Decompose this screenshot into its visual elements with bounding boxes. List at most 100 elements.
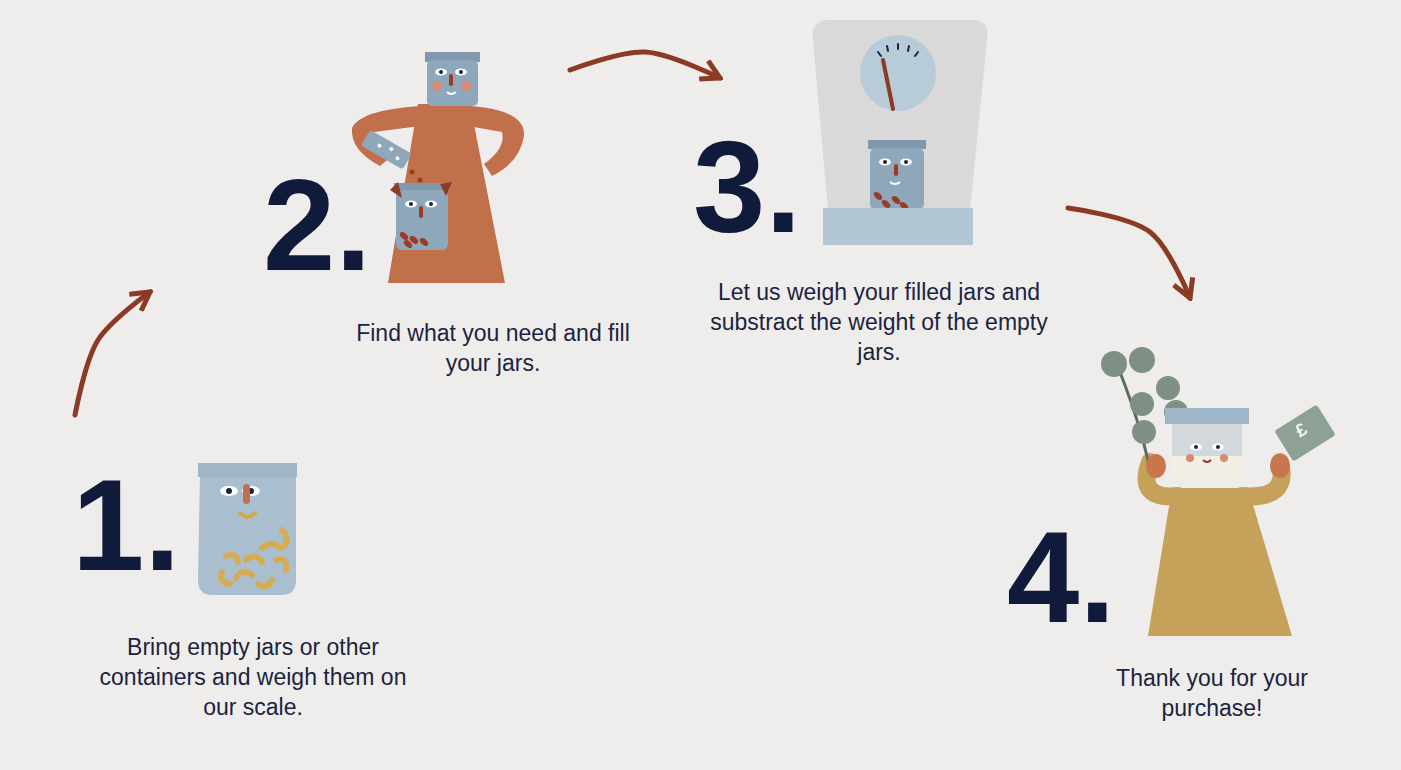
step-number: 4. [1007,512,1115,642]
scale-figure-part [868,140,926,149]
jar-figure [198,463,297,595]
customer-figure-part [1146,454,1166,478]
step-number: 2. [263,160,371,290]
scale-figure-part [915,52,918,56]
scale-figure-part [880,198,892,209]
filling-figure-part [398,230,410,241]
filling-figure-part [435,69,447,76]
jar-figure-part [226,555,238,562]
filling-figure-part [461,81,471,91]
step-caption: Find what you need and fill your jars. [333,318,653,378]
filling-figure-part [390,182,402,198]
filling-figure-part [455,69,467,76]
filling-figure-part [439,70,443,74]
customer-figure-part [1203,460,1211,462]
jar-figure-part [240,513,255,517]
flow-arrow [1068,208,1190,298]
filling-figure-part [405,201,417,208]
filling-figure-part [440,182,452,196]
flow-arrow [75,292,150,415]
filling-figure-part [395,156,400,161]
customer-figure-part [1216,445,1220,449]
filling-figure-part [418,236,430,247]
jar-figure-part [198,475,296,595]
customer-figure-part [1148,488,1292,636]
filling-figure-part [398,230,430,249]
step-caption: Let us weigh your filled jars and substr… [698,277,1060,367]
scale-figure-part [908,46,909,51]
scale-figure-part [897,44,899,49]
customer-figure-part [1274,404,1335,461]
scale-figure-part [883,60,893,109]
scale-figure-part [887,46,888,51]
step-group: 2. Find what you need and fill your jars. [150,70,680,390]
jar-figure-part [262,544,280,548]
customer-figure [1101,347,1336,636]
filling-figure-part [410,170,415,175]
jar-figure-part [236,572,252,578]
step-group: 3. Let us weigh your filled jars and subs… [690,78,1068,371]
customer-figure-part [1101,351,1127,377]
scale-figure-part [879,159,891,166]
customer-figure-part [1212,444,1224,451]
flow-arrow [570,52,720,78]
customer-figure-part [1186,454,1194,462]
scale-figure-part [890,182,900,184]
customer-figure-part [1270,454,1290,478]
filling-figure-part [396,190,448,250]
step-number: 1. [72,460,180,590]
scale-figure-part [878,52,881,56]
filling-figure-part [429,202,433,206]
currency-sign: £ [1292,420,1310,441]
filling-figure-part [425,201,437,208]
filling-figure-part [468,106,524,176]
customer-figure-part [1165,408,1249,424]
filling-figure-part [418,178,423,183]
jar-figure-part [282,530,287,546]
filling-figure [352,52,524,283]
customer-figure-part [1274,404,1335,461]
filling-figure-part [377,143,382,148]
scale-figure-part [894,164,898,176]
filling-figure-part [447,92,456,94]
jar-figure-part [198,463,297,477]
jar-figure-part [246,556,262,562]
step-group: 1. Bring empty jars or other containers a… [60,415,460,760]
customer-figure-part [1220,454,1228,462]
jar-figure-part [276,559,286,570]
filling-figure-part [427,60,478,106]
scale-figure-part [872,190,884,201]
filling-figure-part [389,146,394,151]
customer-figure-part [1129,347,1155,373]
customer-figure-part [1194,445,1198,449]
customer-figure-part [1172,424,1242,456]
filling-figure-part [459,70,463,74]
scale-figure-part [860,35,936,111]
step-group: 4.Thank you for your purchase! [1000,298,1395,738]
filling-figure-part [432,81,442,91]
scale-figure-part [813,20,988,210]
customer-figure-part [1130,392,1154,416]
filling-figure-part [409,202,413,206]
filling-figure-part [449,74,453,86]
scale-figure-part [904,160,908,164]
filling-figure-part [388,104,505,283]
filling-figure-part [419,206,423,218]
step-number: 3. [693,122,801,252]
scale-figure-part [900,159,912,166]
jar-figure-part [220,486,238,496]
jar-figure-part [221,530,287,586]
scale-figure-part [823,208,973,245]
customer-figure-part [1172,456,1242,478]
scale-figure-part [883,160,887,164]
scale-figure [813,20,988,245]
customer-figure-part [1156,376,1180,400]
scale-figure-part [878,44,918,56]
filling-figure-part [402,238,414,249]
jar-figure-part [258,580,272,586]
step-caption: Bring empty jars or other containers and… [88,632,418,722]
jar-figure-part [243,484,250,504]
jar-figure-part [221,572,230,584]
jar-figure-part [226,488,232,494]
